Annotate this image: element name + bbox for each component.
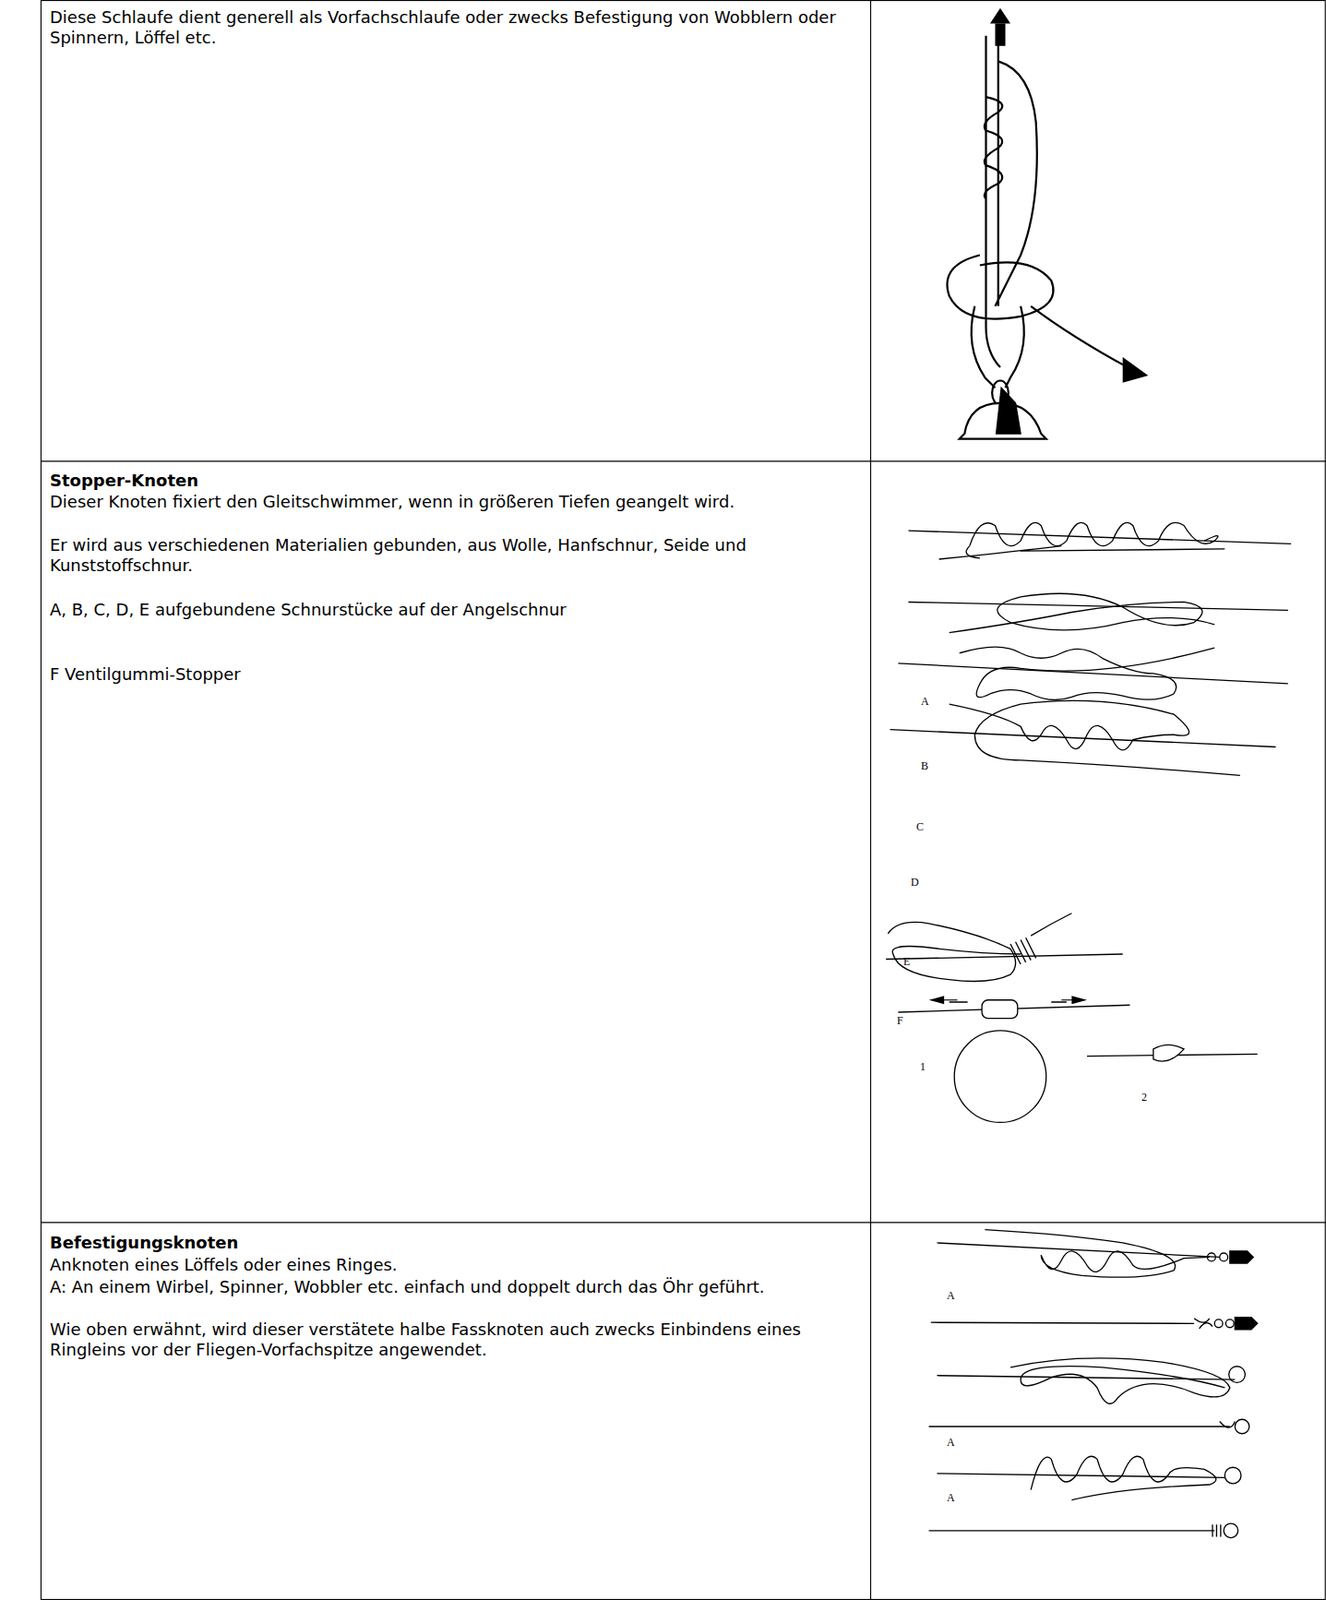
figure-letter: A (946, 1492, 966, 1505)
cell-heading: Stopper-Knoten (49, 470, 853, 491)
cell-text: F Ventilgummi-Stopper (49, 664, 853, 685)
figure-letter: B (920, 760, 940, 773)
cell-text: A: An einem Wirbel, Spinner, Wobbler etc… (49, 1277, 853, 1298)
cell-text: Wie oben erwähnt, wird dieser verstätete… (49, 1319, 853, 1361)
figure-letter: E (903, 955, 922, 968)
cell-text: Er wird aus verschiedenen Materialien ge… (49, 535, 853, 576)
cell-text: Diese Schlaufe dient generell als Vorfac… (49, 7, 853, 48)
callout-number: 2 (1141, 1091, 1160, 1104)
callout-number: 1 (919, 1061, 939, 1074)
figure-letter: A (946, 1436, 966, 1449)
cell-text: A, B, C, D, E aufgebundene Schnurstücke … (49, 599, 853, 621)
figure-letter: F (896, 1015, 916, 1028)
cell-heading: Befestigungsknoten (49, 1232, 853, 1254)
cell-text: Anknoten eines Löffels oder eines Ringes… (49, 1254, 853, 1276)
figure-letter: A (920, 695, 940, 708)
figure-letter: A (946, 1290, 966, 1303)
figure-letter: C (916, 821, 935, 834)
figure-letter: D (910, 876, 930, 889)
cell-text: Dieser Knoten fixiert den Gleitschwimmer… (49, 491, 853, 513)
